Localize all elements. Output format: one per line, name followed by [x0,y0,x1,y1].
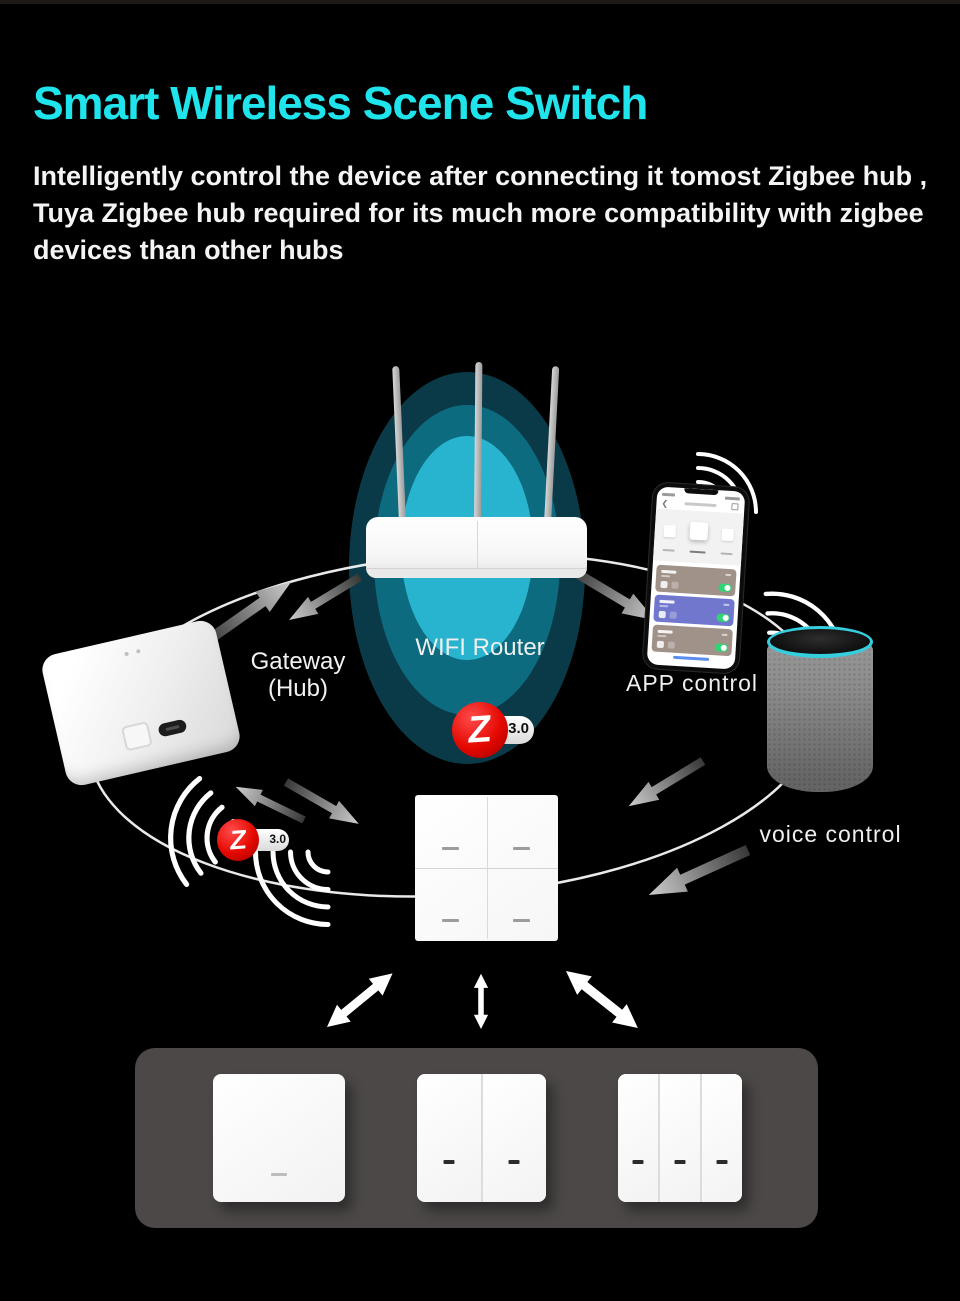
arrow-voice-to-switch [643,838,754,907]
page-title: Smart Wireless Scene Switch [33,77,648,129]
card-subtitle-placeholder [659,604,669,607]
phone-screen: ❮ [646,486,746,670]
card-title-placeholder [661,569,677,574]
arrow-speaker-to-switch [623,752,709,816]
white-double-arrows [320,961,646,1038]
router-label: WIFI Router [415,634,545,661]
speaker-body [767,642,873,792]
switch-key-dash [632,1160,644,1164]
phone-status-right [724,496,740,501]
wall-switch-3-gang [618,1074,742,1202]
switch-thumbnail-1 [663,524,677,538]
gateway-label: Gateway (Hub) [238,648,358,702]
switch-thumbnail-2 [689,521,709,541]
app-control-label: APP control [625,670,759,696]
toggle-on-icon [718,583,732,593]
switch-rocker [417,1074,481,1202]
thumbnail-caption [689,550,706,554]
double-arrow-middle [473,973,489,1029]
card-icon [671,581,679,589]
card-icon [667,641,676,649]
wifi-router [366,517,587,578]
smartphone: ❮ [642,482,750,674]
voice-speaker-device [767,626,873,792]
phone-notch [684,488,719,496]
card-icon [669,611,677,619]
card-meta-placeholder [725,573,732,577]
switch-key-dash [674,1160,686,1164]
edit-icon [731,503,739,511]
zigbee-3-0-badge-small: 3.0 Z [217,819,292,861]
switch-thumbnail-3 [721,528,735,542]
zigbee-z-letter: Z [466,707,494,752]
arrow-router-to-gateway [283,568,366,629]
scene-switch-4-gang [415,795,558,941]
app-title-placeholder [684,502,717,508]
switch-key-dash [443,1160,455,1164]
thumbnail-caption [662,548,675,552]
page-description: Intelligently control the device after c… [33,161,928,265]
back-icon: ❮ [661,498,669,509]
switch-key-dash [442,919,459,922]
thumbnail-caption [720,552,733,556]
gateway-label-line2: (Hub) [267,675,328,702]
zigbee-z-letter: Z [228,823,248,856]
switch-rocker [702,1074,742,1202]
zigbee-logo-icon: Z [217,819,259,861]
zigbee-version-text: 3.0 [508,720,529,737]
card-icon [660,580,668,589]
scene-card-3 [651,624,733,657]
phone-status-left [661,492,676,497]
zigbee-logo-icon: Z [452,702,508,758]
card-title-placeholder [657,629,673,634]
wall-switch-1-gang [213,1074,345,1202]
router-antenna-middle [474,361,483,523]
card-icon [656,640,665,649]
app-switch-selector [652,508,745,566]
switch-key-dash [442,847,459,850]
scene-card-1 [655,564,737,597]
switch-key-dash [508,1160,520,1164]
voice-control-label: voice control [759,821,902,847]
zigbee-version-text: 3.0 [269,832,286,846]
card-subtitle-placeholder [657,634,667,637]
zigbee-3-0-badge: 3.0 Z [452,702,536,762]
card-icon [658,610,666,619]
wall-switch-panel [135,1048,818,1228]
gateway-label-line1: Gateway [250,648,346,675]
switch-rocker [482,1074,546,1202]
toggle-on-icon [714,643,729,653]
card-meta-placeholder [721,633,728,637]
card-subtitle-placeholder [661,574,671,577]
scene-card-2 [653,594,735,627]
app-link-placeholder [673,655,710,661]
speaker-top [770,629,870,654]
switch-key-dash [271,1173,287,1176]
double-arrow-right [558,961,646,1038]
switch-rocker [618,1074,658,1202]
card-title-placeholder [659,599,675,604]
top-strip [0,0,960,4]
toggle-on-icon [716,613,730,623]
speaker-light-ring [767,626,873,658]
arrow-gateway-to-switch [280,773,364,833]
switch-key-dash [513,847,530,850]
double-arrow-left [320,964,400,1036]
switch-rocker [660,1074,700,1202]
switch-key-dash [716,1160,728,1164]
switch-key-dash [513,919,530,922]
wall-switch-2-gang [417,1074,546,1202]
card-meta-placeholder [723,603,730,607]
